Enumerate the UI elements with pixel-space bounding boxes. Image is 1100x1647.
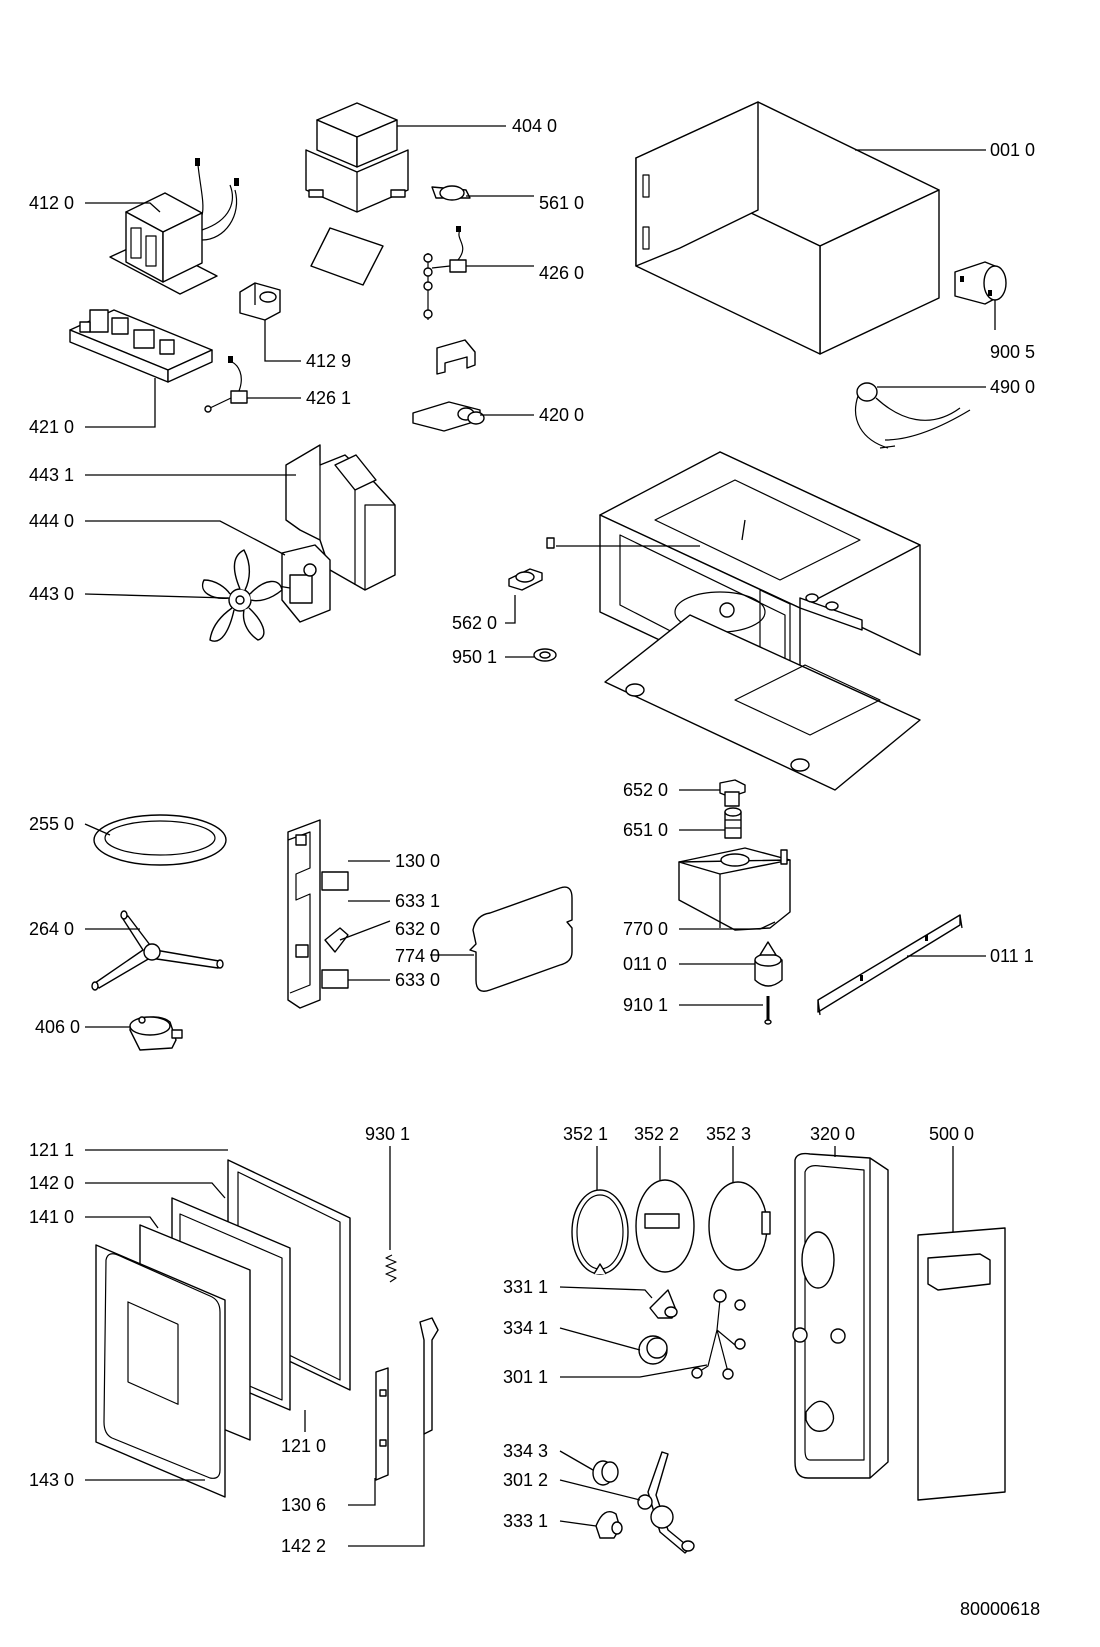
callout-404-0: 404 0 (512, 116, 557, 136)
part-fan-duct (285, 444, 396, 591)
callout-443-1: 443 1 (29, 465, 74, 485)
callout-255-0: 255 0 (29, 814, 74, 834)
callout-331-1: 331 1 (503, 1277, 548, 1297)
callout-562-0: 562 0 (452, 613, 497, 633)
callout-142-0: 142 0 (29, 1173, 74, 1193)
part-glass-tray (93, 814, 227, 866)
callout-420-0: 420 0 (539, 405, 584, 425)
part-cavity-thermostat (508, 537, 555, 591)
part-screw (764, 996, 772, 1025)
part-control-panel-insert (635, 1179, 695, 1273)
callout-900-5: 900 5 (990, 342, 1035, 362)
part-capacitor (412, 401, 485, 432)
part-diode (423, 226, 467, 320)
callout-406-0: 406 0 (35, 1017, 80, 1037)
callout-143-0: 143 0 (29, 1470, 74, 1490)
part-spring-link (691, 1289, 746, 1380)
part-mica-plate (469, 886, 573, 992)
part-thermostat (431, 185, 471, 201)
callout-labels: 404 0 001 0 412 0 561 0 426 0 412 9 900 … (29, 116, 1040, 1619)
callout-633-1: 633 1 (395, 891, 440, 911)
part-bracket (954, 261, 1007, 305)
callout-264-0: 264 0 (29, 919, 74, 939)
callout-443-0: 443 0 (29, 584, 74, 604)
part-front-panel (917, 1227, 1006, 1501)
part-door-glass (95, 1244, 226, 1498)
callout-142-2: 142 2 (281, 1536, 326, 1556)
part-knob-cap (638, 1335, 668, 1365)
part-spring (385, 1254, 397, 1283)
callout-333-1: 333 1 (503, 1511, 548, 1531)
callout-421-0: 421 0 (29, 417, 74, 437)
part-roller-support (91, 910, 224, 991)
part-fan-blade (201, 549, 283, 642)
part-ferrite-block (239, 282, 281, 321)
callout-301-2: 301 2 (503, 1470, 548, 1490)
part-outer-cabinet (635, 101, 940, 355)
part-fan-motor (271, 544, 331, 623)
callout-130-6: 130 6 (281, 1495, 326, 1515)
callout-352-2: 352 2 (634, 1124, 679, 1144)
part-control-disc (708, 1181, 771, 1271)
callout-141-0: 141 0 (29, 1207, 74, 1227)
callout-500-0: 500 0 (929, 1124, 974, 1144)
callout-930-1: 930 1 (365, 1124, 410, 1144)
part-latch-hook (419, 1317, 439, 1435)
callout-011-1: 011 1 (990, 946, 1034, 966)
part-switch-holder (287, 819, 349, 1009)
callout-011-0: 011 0 (623, 954, 667, 974)
callout-130-0: 130 0 (395, 851, 440, 871)
part-control-panel (792, 1152, 889, 1479)
callout-770-0: 770 0 (623, 919, 668, 939)
callout-352-3: 352 3 (706, 1124, 751, 1144)
part-control-board (69, 309, 213, 383)
callout-950-1: 950 1 (452, 647, 497, 667)
part-transformer (305, 102, 409, 286)
part-turntable-motor (129, 1016, 183, 1051)
leader-lines (84, 125, 996, 1547)
callout-412-0: 412 0 (29, 193, 74, 213)
callout-910-1: 910 1 (623, 995, 668, 1015)
part-rail (817, 914, 963, 1016)
part-magnetron (109, 158, 239, 295)
callout-121-0: 121 0 (281, 1436, 326, 1456)
callout-352-1: 352 1 (563, 1124, 608, 1144)
part-foot (754, 941, 783, 987)
callout-490-0: 490 0 (990, 377, 1035, 397)
part-lower-knob (595, 1511, 623, 1539)
part-connector (204, 356, 248, 413)
part-washer (533, 648, 557, 662)
part-lamp (854, 382, 971, 449)
drawing-number: 80000618 (960, 1599, 1040, 1619)
callout-001-0: 001 0 (990, 140, 1035, 160)
part-knob-lower-cap (592, 1460, 619, 1486)
part-ring (571, 1189, 629, 1275)
callout-320-0: 320 0 (810, 1124, 855, 1144)
callout-444-0: 444 0 (29, 511, 74, 531)
callout-334-3: 334 3 (503, 1441, 548, 1461)
part-lower-link (637, 1451, 695, 1554)
part-clip (436, 339, 476, 375)
callout-301-1: 301 1 (503, 1367, 548, 1387)
callout-651-0: 651 0 (623, 820, 668, 840)
part-oven-cavity (599, 451, 921, 791)
callout-412-9: 412 9 (306, 351, 351, 371)
callout-426-0: 426 0 (539, 263, 584, 283)
part-knob (649, 1289, 678, 1319)
part-coupler (719, 779, 746, 807)
part-motor-housing (678, 847, 791, 931)
callout-633-0: 633 0 (395, 970, 440, 990)
callout-632-0: 632 0 (395, 919, 440, 939)
callout-121-1: 121 1 (29, 1140, 74, 1160)
callout-334-1: 334 1 (503, 1318, 548, 1338)
callout-652-0: 652 0 (623, 780, 668, 800)
callout-561-0: 561 0 (539, 193, 584, 213)
callout-426-1: 426 1 (306, 388, 351, 408)
callout-774-0: 774 0 (395, 946, 440, 966)
part-shaft (724, 807, 742, 839)
part-latch-plate (375, 1367, 389, 1481)
